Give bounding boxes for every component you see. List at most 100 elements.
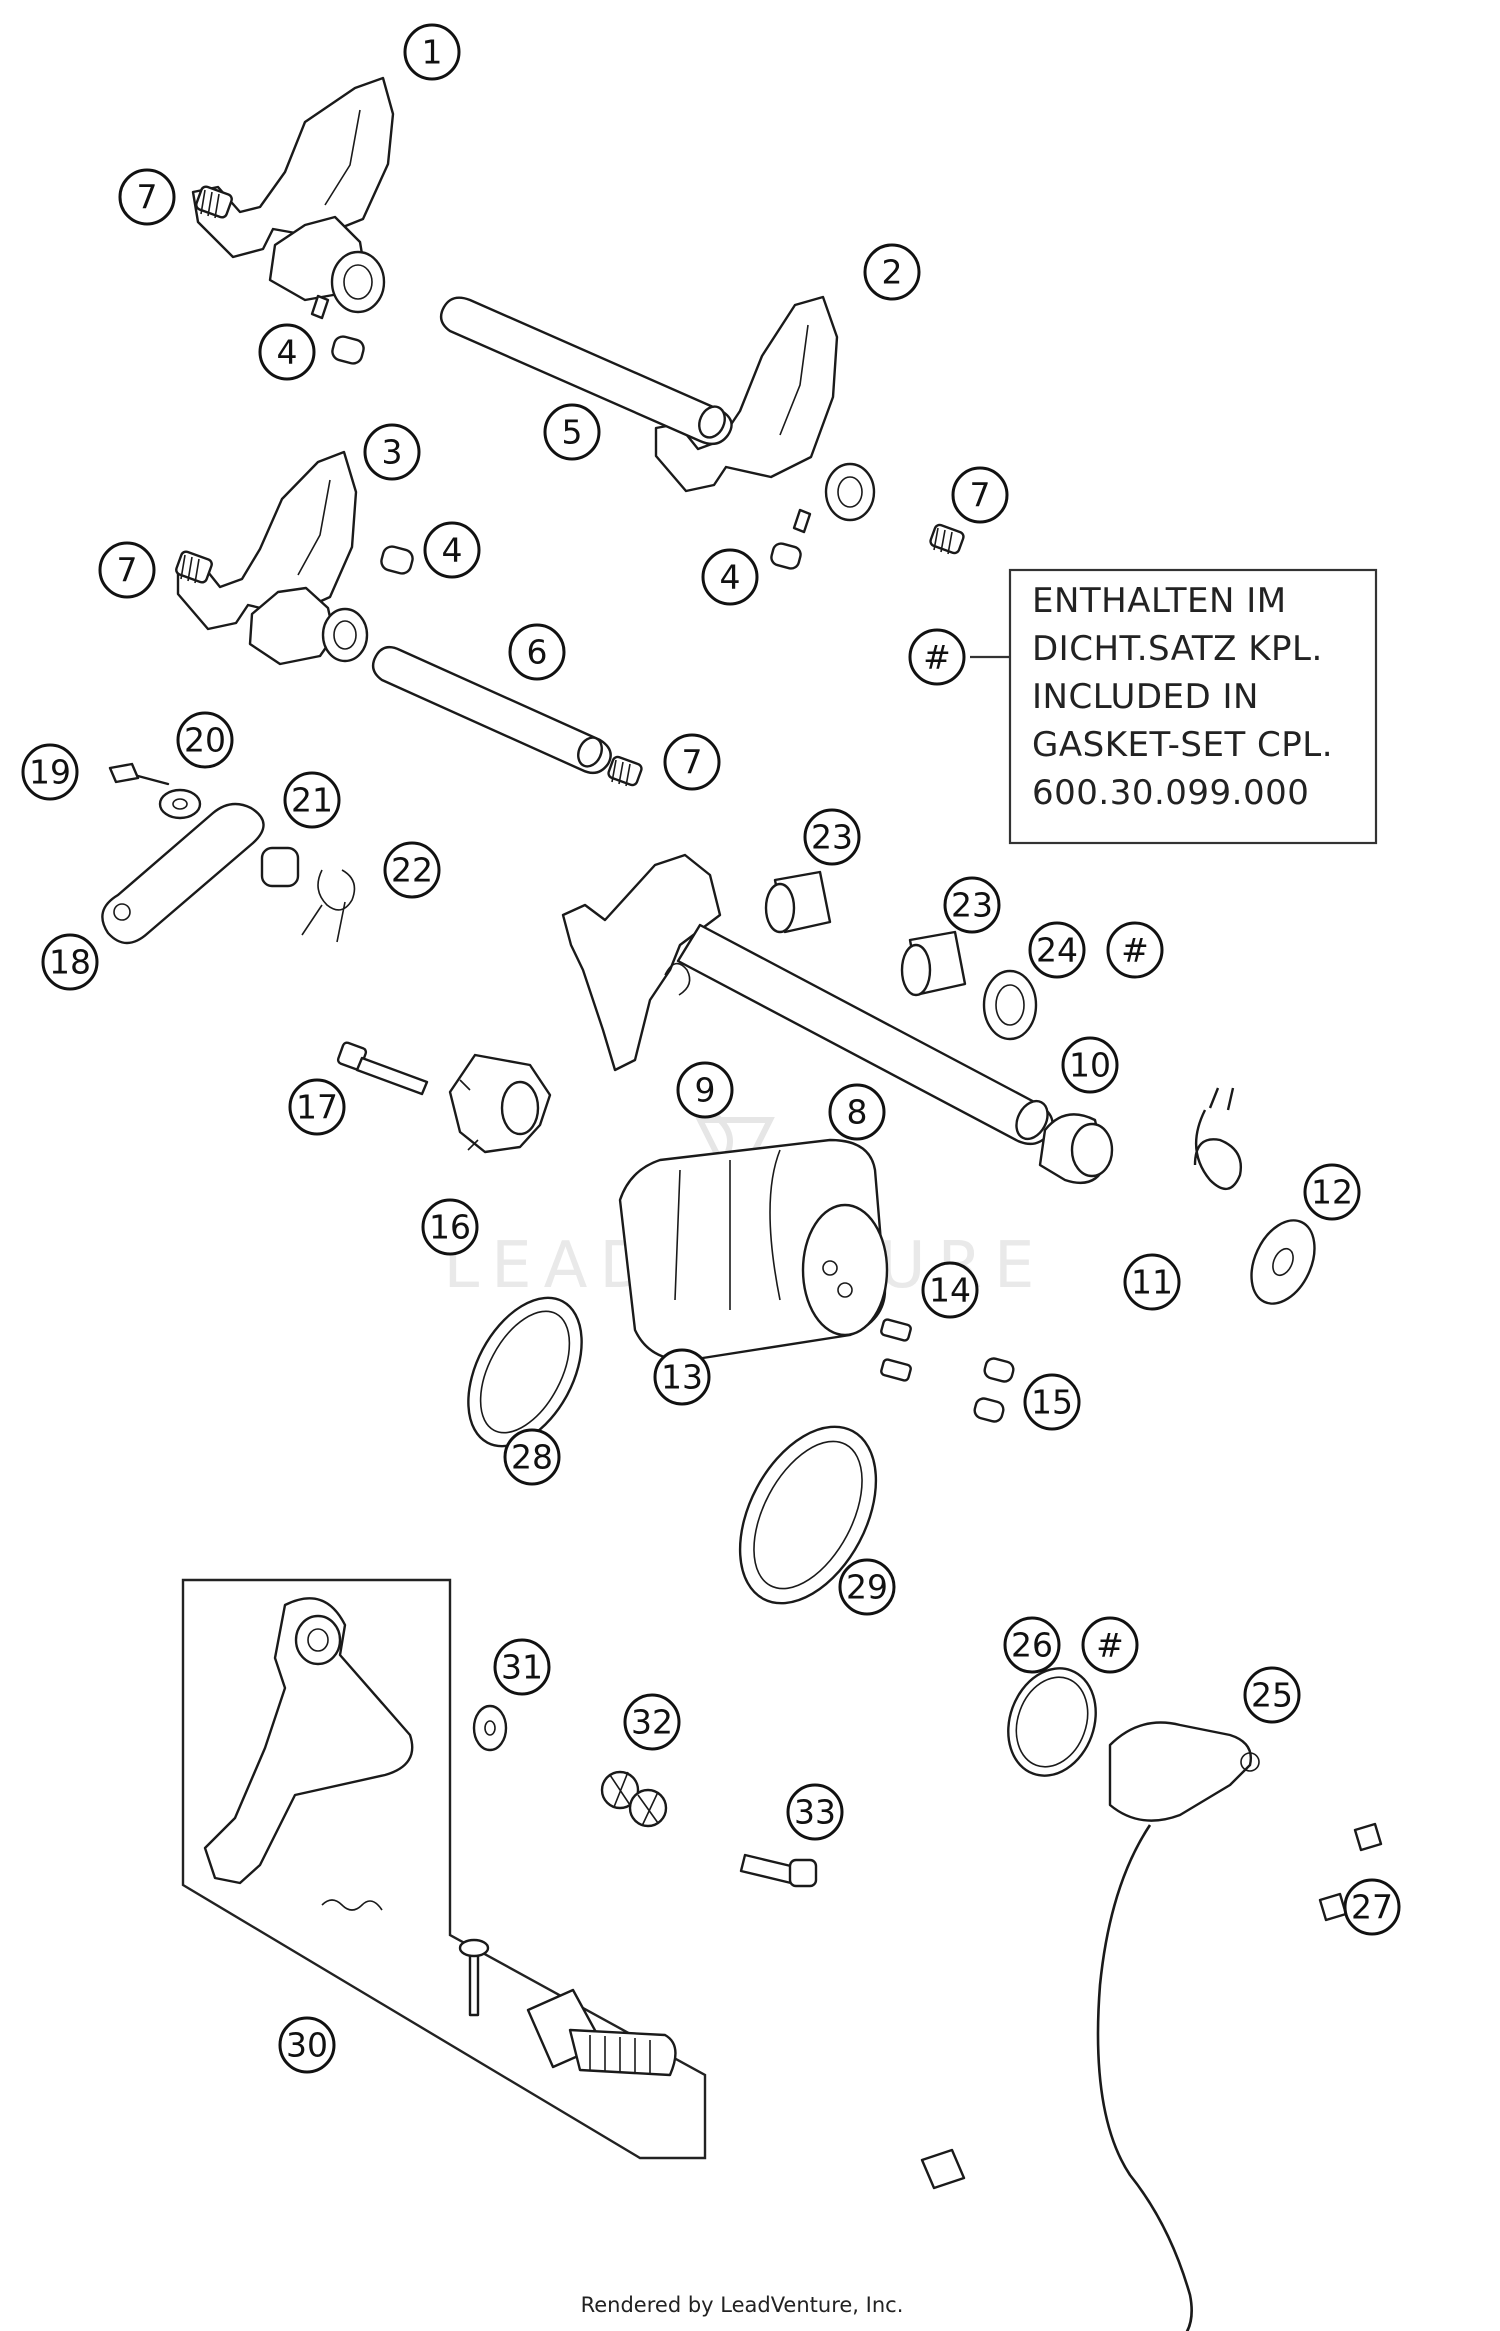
callout-label: 24 — [1036, 931, 1078, 970]
callout-c2: 2 — [863, 243, 921, 301]
callout-c7a: 7 — [118, 168, 176, 226]
callout-label: 7 — [137, 178, 158, 217]
part-fork-shaft-5 — [439, 296, 733, 446]
callout-c14: 14 — [921, 1261, 979, 1319]
callout-c24: 24 — [1028, 921, 1086, 979]
callout-c7c: 7 — [951, 466, 1009, 524]
callout-label: 20 — [184, 721, 226, 760]
callout-c31: 31 — [493, 1638, 551, 1696]
callout-label: 11 — [1131, 1263, 1173, 1302]
callout-c13: 13 — [653, 1348, 711, 1406]
part-springs-7 — [175, 185, 965, 787]
callout-c23a: 23 — [803, 808, 861, 866]
callout-c4b: 4 — [423, 521, 481, 579]
callout-label: 23 — [951, 886, 993, 925]
callout-label: 4 — [442, 531, 463, 570]
callout-label: 30 — [286, 2026, 328, 2065]
callout-c10: 10 — [1061, 1036, 1119, 1094]
part-pins-4 — [331, 335, 802, 575]
callout-hash-24: # — [1106, 921, 1164, 979]
callout-label: # — [1096, 1626, 1124, 1665]
callout-c19: 19 — [21, 743, 79, 801]
render-credit: Rendered by LeadVenture, Inc. — [581, 2293, 904, 2317]
callout-label: 6 — [527, 633, 548, 672]
part-bolt-17 — [336, 1041, 429, 1096]
callout-label: 13 — [661, 1358, 703, 1397]
callout-c15: 15 — [1023, 1373, 1081, 1431]
callout-c7b: 7 — [98, 541, 156, 599]
part-spring-11 — [1193, 1087, 1242, 1190]
callout-c8: 8 — [828, 1083, 886, 1141]
callout-c16: 16 — [421, 1198, 479, 1256]
callout-c17: 17 — [288, 1078, 346, 1136]
part-shift-fork-1 — [191, 76, 395, 320]
part-washers-screw-31-33 — [472, 1704, 818, 1888]
callout-label: # — [1121, 931, 1149, 970]
callout-label: 27 — [1351, 1888, 1393, 1927]
callout-label: 12 — [1311, 1173, 1353, 1212]
part-fork-shaft-6 — [371, 645, 612, 775]
callout-c3: 3 — [363, 423, 421, 481]
callout-label: 15 — [1031, 1383, 1073, 1422]
callout-c21: 21 — [283, 771, 341, 829]
callout-label: 25 — [1251, 1676, 1293, 1715]
part-gear-sensor-25-27 — [920, 1667, 1383, 2331]
callout-c4c: 4 — [701, 548, 759, 606]
callout-label: 7 — [682, 743, 703, 782]
callout-c25: 25 — [1243, 1666, 1301, 1724]
note-line: INCLUDED IN — [1032, 677, 1259, 717]
callout-label: 2 — [882, 253, 903, 292]
part-springs-pins-14-15 — [880, 1318, 1015, 1423]
callout-label: 31 — [501, 1648, 543, 1687]
part-drum-star-16 — [448, 1053, 552, 1154]
callout-label: 22 — [391, 851, 433, 890]
callout-c27: 27 — [1343, 1878, 1401, 1936]
gasket-set-note: ENTHALTEN IM DICHT.SATZ KPL. INCLUDED IN… — [970, 568, 1378, 845]
callout-label: 23 — [811, 818, 853, 857]
callout-c32: 32 — [623, 1693, 681, 1751]
note-line: GASKET-SET CPL. — [1032, 725, 1333, 765]
callout-c18: 18 — [41, 933, 99, 991]
callout-label: 10 — [1069, 1046, 1111, 1085]
callout-label: 9 — [695, 1071, 716, 1110]
callout-c12: 12 — [1303, 1163, 1361, 1221]
callout-label: 26 — [1011, 1626, 1053, 1665]
callout-hash-note: # — [908, 628, 966, 686]
callout-c26: 26 — [1003, 1616, 1061, 1674]
callout-c4a: 4 — [258, 323, 316, 381]
callout-label: 18 — [49, 943, 91, 982]
callout-label: 7 — [970, 476, 991, 515]
callout-c20: 20 — [176, 711, 234, 769]
callout-c11: 11 — [1123, 1253, 1181, 1311]
callout-label: 33 — [794, 1793, 836, 1832]
callout-label: 32 — [631, 1703, 673, 1742]
part-washer-12 — [1250, 1219, 1316, 1305]
callout-label: 17 — [296, 1088, 338, 1127]
callout-c30: 30 — [278, 2016, 336, 2074]
part-lever-group — [101, 762, 356, 945]
callout-c28: 28 — [503, 1428, 561, 1486]
callout-label: 16 — [429, 1208, 471, 1247]
note-line: DICHT.SATZ KPL. — [1032, 629, 1323, 669]
callout-label: 19 — [29, 753, 71, 792]
note-box — [1008, 568, 1378, 845]
callout-label: 3 — [382, 433, 403, 472]
callout-hash-26: # — [1081, 1616, 1139, 1674]
callout-label: 5 — [562, 413, 583, 452]
callout-c29: 29 — [838, 1558, 896, 1616]
callout-c1: 1 — [403, 23, 461, 81]
note-line: 600.30.099.000 — [1032, 773, 1309, 813]
callout-label: # — [923, 638, 951, 677]
callout-label: 7 — [117, 551, 138, 590]
callout-c22: 22 — [383, 841, 441, 899]
callout-c23b: 23 — [943, 876, 1001, 934]
part-shift-drum-13 — [618, 1138, 889, 1362]
part-locking-lever-10 — [1038, 1113, 1114, 1185]
callout-label: 29 — [846, 1568, 888, 1607]
part-bearings-23-24 — [764, 870, 1038, 1041]
callout-c5: 5 — [543, 403, 601, 461]
callout-label: 4 — [277, 333, 298, 372]
callout-c33: 33 — [786, 1783, 844, 1841]
part-shift-fork-2 — [654, 295, 876, 534]
